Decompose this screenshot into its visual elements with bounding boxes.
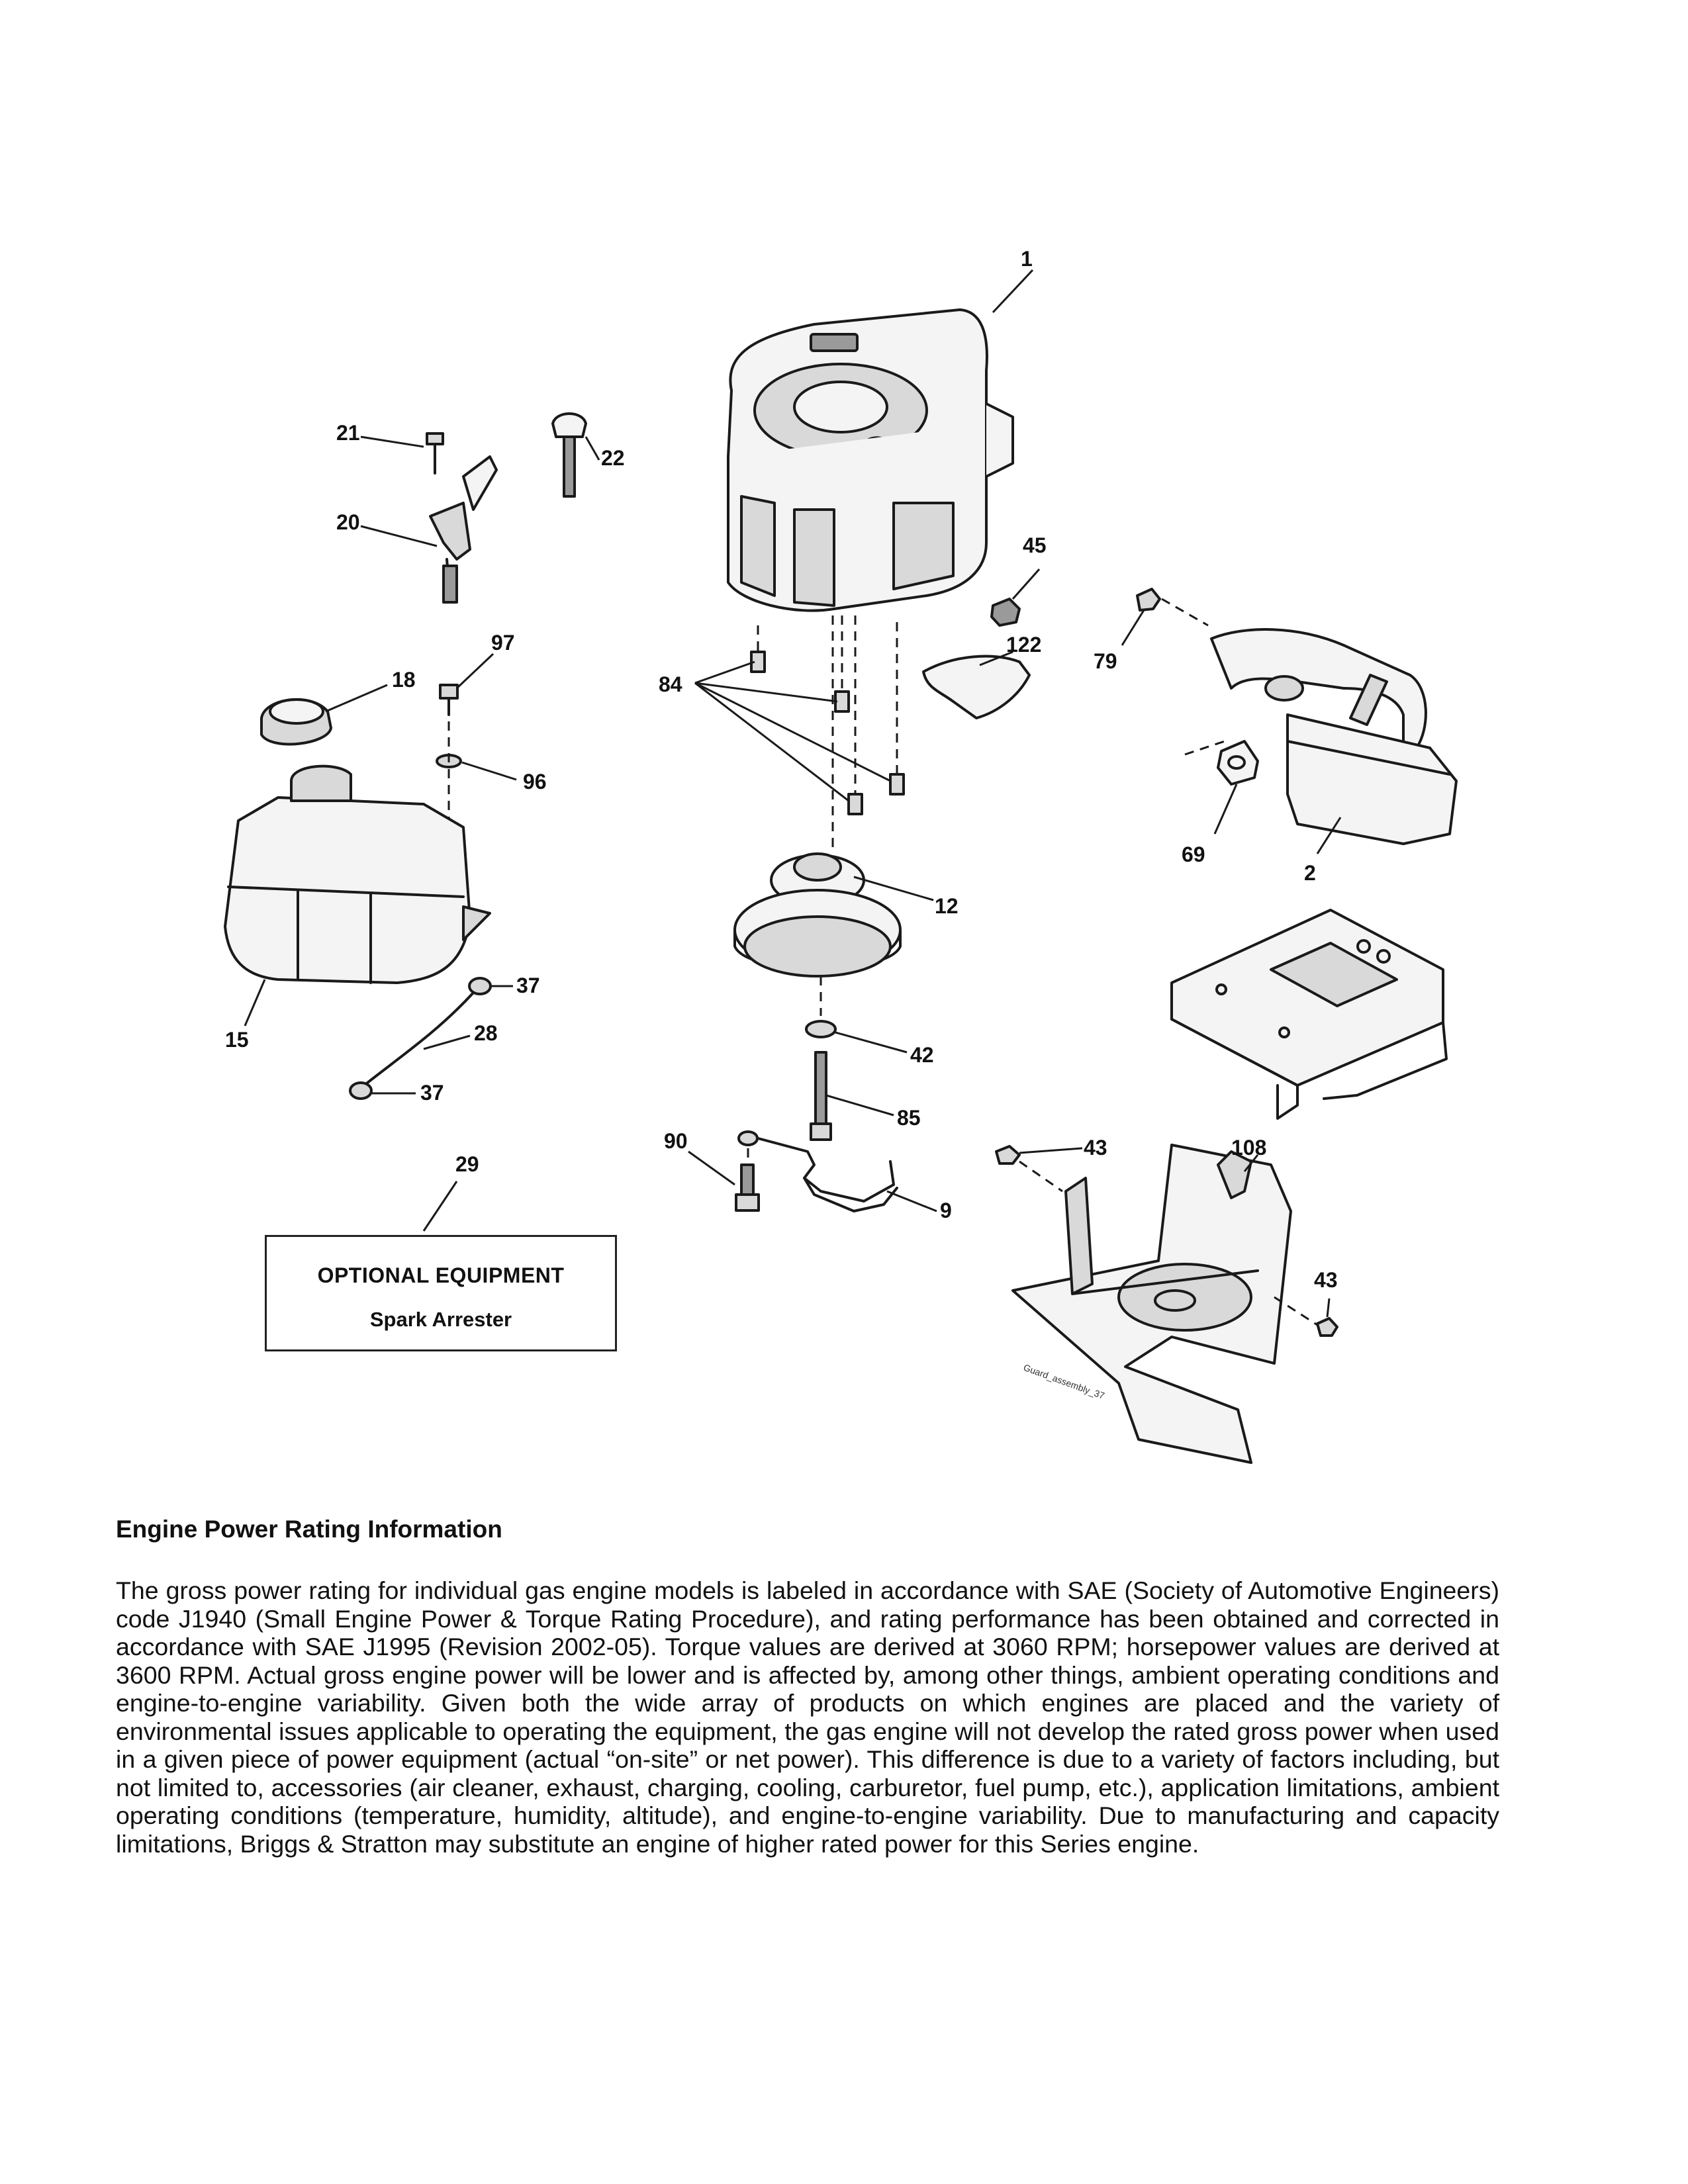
mounting-bolts: [750, 651, 905, 815]
exploded-parts-diagram: 1 21 20 22 18 97 96: [224, 247, 1458, 1464]
callout-22: 22: [601, 446, 625, 470]
leader-1: [992, 269, 1034, 314]
callout-18: 18: [392, 668, 416, 692]
leader-45: [1011, 569, 1041, 600]
callout-15: 15: [225, 1028, 249, 1052]
fuel-tank: [224, 764, 491, 984]
leader-43b: [1326, 1298, 1331, 1318]
frame-mount-plate: [1170, 909, 1448, 1120]
callout-122: 122: [1006, 633, 1041, 657]
leader-97: [455, 653, 494, 690]
callout-21: 21: [336, 421, 360, 445]
callout-29: 29: [455, 1152, 479, 1176]
rating-info-paragraph: The gross power rating for individual ga…: [116, 1576, 1499, 1858]
guard-stamp: Guard_assembly_37: [1022, 1362, 1106, 1401]
optional-equipment-title: OPTIONAL EQUIPMENT: [317, 1263, 565, 1287]
fuel-line-28: [363, 991, 475, 1087]
optional-equipment-item: Spark Arrester: [369, 1308, 512, 1331]
leader-28: [423, 1034, 471, 1050]
callout-28: 28: [474, 1021, 498, 1045]
callout-37b: 37: [420, 1081, 444, 1105]
leader-84-c: [694, 682, 891, 782]
screw-43-left: [995, 1145, 1021, 1165]
leader-79: [1121, 610, 1145, 646]
rating-info-heading: Engine Power Rating Information: [116, 1516, 502, 1543]
engine-guard: [1011, 1144, 1292, 1464]
bolt-85: [810, 1051, 832, 1141]
leader-69: [1213, 784, 1238, 835]
leader-85: [825, 1094, 894, 1116]
callout-45: 45: [1023, 533, 1047, 557]
engine: [727, 308, 1014, 612]
optional-equipment-box: OPTIONAL EQUIPMENT Spark Arrester: [265, 1235, 617, 1351]
screw-43-right: [1316, 1317, 1338, 1337]
callout-12: 12: [935, 894, 959, 918]
leader-108: [1243, 1154, 1259, 1172]
screw-97: [439, 684, 459, 716]
engine-pulley: [733, 852, 902, 978]
clamp-37-lower: [349, 1081, 373, 1100]
callout-85: 85: [897, 1106, 921, 1130]
leader-29: [422, 1181, 458, 1232]
leader-43a: [1019, 1147, 1083, 1154]
leader-12: [853, 876, 934, 901]
nut-45: [990, 598, 1021, 627]
heat-shield-122: [922, 655, 1031, 719]
leader-42: [835, 1031, 908, 1054]
callout-20: 20: [336, 510, 360, 534]
choke-knob-22: [551, 412, 587, 498]
callout-84: 84: [659, 672, 682, 696]
callout-9: 9: [940, 1199, 952, 1222]
bolt-90: [735, 1163, 760, 1212]
leader-21: [360, 435, 424, 448]
callout-108: 108: [1231, 1136, 1266, 1160]
callout-69: 69: [1182, 842, 1205, 866]
leader-20: [360, 525, 438, 547]
callout-90: 90: [664, 1129, 688, 1153]
callout-42: 42: [910, 1043, 934, 1067]
washer-42: [805, 1020, 837, 1038]
gasket-69: [1217, 740, 1259, 786]
leader-15: [244, 979, 266, 1026]
leader-2: [1316, 817, 1342, 854]
callout-97: 97: [491, 631, 515, 655]
callout-43a: 43: [1084, 1136, 1107, 1160]
callout-37a: 37: [516, 974, 540, 997]
callout-96: 96: [523, 770, 547, 794]
callout-43b: 43: [1314, 1268, 1338, 1292]
screw-79: [1136, 588, 1161, 612]
fuel-cap: [260, 698, 332, 746]
screw-21: [426, 432, 444, 475]
muffler: [1210, 628, 1458, 845]
leader-84-a: [694, 660, 755, 684]
leader-18: [325, 684, 388, 713]
callout-1: 1: [1021, 247, 1033, 271]
callout-2: 2: [1304, 861, 1316, 885]
leader-9: [886, 1190, 937, 1212]
throttle-bracket: [429, 455, 498, 604]
leader-22: [585, 436, 600, 461]
leader-122: [979, 651, 1013, 666]
leader-96: [461, 761, 517, 781]
belt-keeper: [737, 1130, 898, 1212]
leader-90: [688, 1150, 735, 1186]
callout-79: 79: [1094, 649, 1117, 673]
clamp-37-upper: [468, 977, 492, 995]
leader-84-b: [694, 682, 838, 703]
leader-84-d: [694, 682, 849, 802]
